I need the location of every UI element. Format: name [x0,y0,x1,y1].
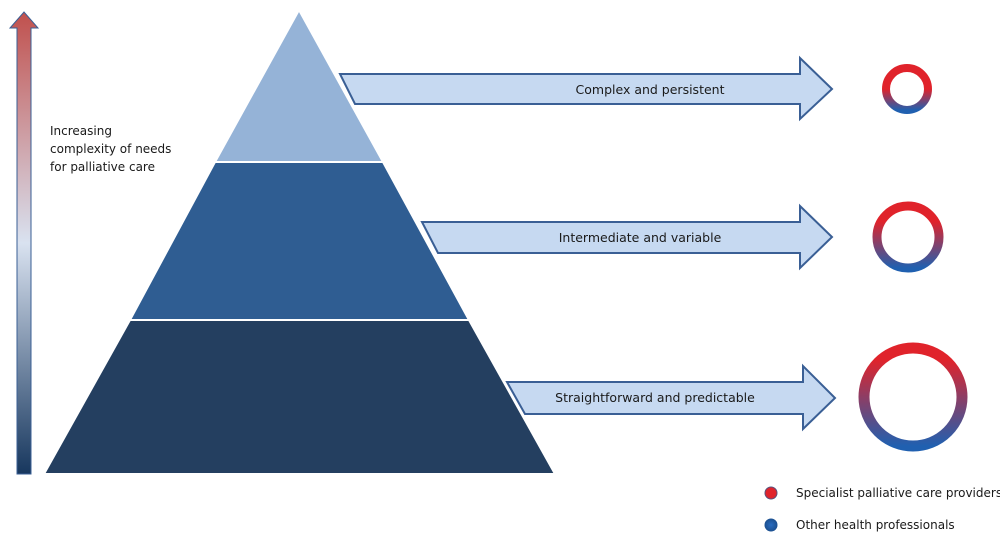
level-label-intermediate: Intermediate and variable [558,230,722,245]
legend-item-specialist: Specialist palliative care providers [764,484,1000,502]
legend-label-other: Other health professionals [796,518,955,532]
complexity-axis-arrow [8,11,40,475]
ring-complex [882,64,932,114]
pyramid-middle-tier [128,161,471,321]
red-dot-icon [764,486,778,500]
arrow-straightforward [505,363,837,432]
legend-item-other: Other health professionals [764,516,1000,534]
ring-intermediate [872,201,944,273]
legend: Specialist palliative care providers Oth… [764,484,1000,548]
blue-dot-icon [764,518,778,532]
level-label-straightforward: Straightforward and predictable [555,390,755,405]
arrow-complex [338,55,834,122]
axis-label: Increasing complexity of needs for palli… [50,124,172,174]
ring-straightforward [858,342,968,452]
legend-label-specialist: Specialist palliative care providers [796,486,1000,500]
level-label-complex: Complex and persistent [575,82,725,97]
arrow-intermediate [420,203,834,271]
pyramid-bottom-tier [42,319,557,475]
